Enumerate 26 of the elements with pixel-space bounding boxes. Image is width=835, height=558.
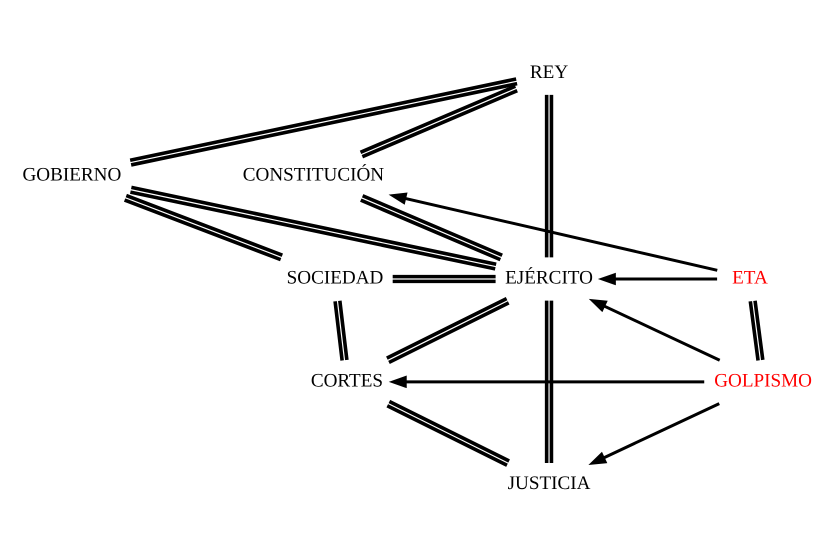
connector (544, 300, 554, 464)
connector (392, 274, 496, 284)
node-text: CONSTITUCIÓN (242, 164, 384, 186)
connector (130, 186, 497, 271)
node-text: CORTES (310, 370, 384, 392)
connector (360, 194, 503, 262)
node-text: JUSTICIA (508, 473, 590, 494)
connector (124, 194, 283, 262)
connector (386, 297, 510, 364)
connector (386, 400, 510, 467)
arrow (388, 192, 718, 272)
node-text: SOCIEDAD (286, 268, 384, 289)
connector (360, 84, 518, 158)
node-text: EJÉRCITO (505, 268, 593, 289)
connector (544, 94, 554, 258)
node-text: REY (530, 62, 568, 83)
connector (130, 77, 518, 167)
node-text: GOBIERNO (22, 164, 122, 186)
arrow (598, 272, 718, 286)
connector (333, 300, 349, 361)
node-text: ETA (732, 268, 768, 289)
arrow (588, 402, 720, 466)
arrow (388, 376, 704, 388)
arrow (588, 298, 720, 362)
node-text: GOLPISMO (714, 370, 812, 392)
connector (748, 300, 765, 361)
